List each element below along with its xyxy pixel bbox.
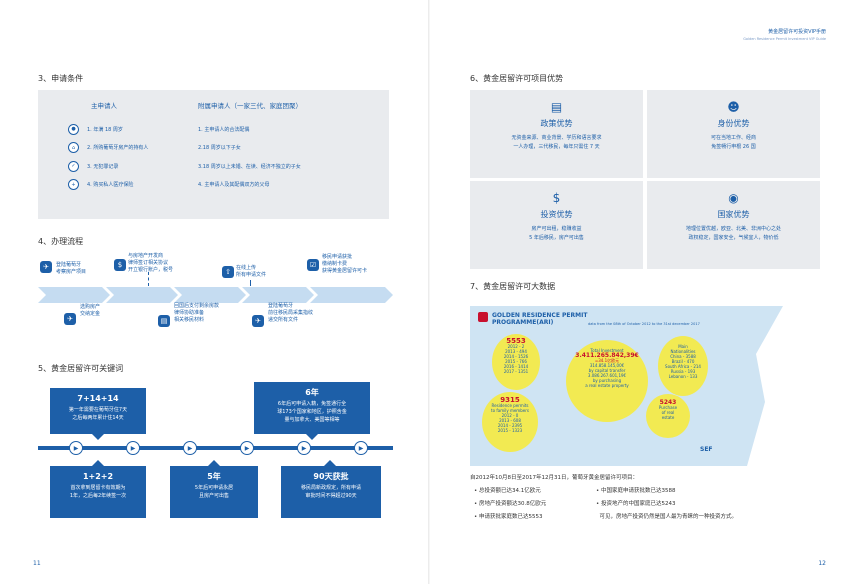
process-chevron <box>174 287 246 303</box>
data-title: 7、黄金居留许可大数据 <box>470 282 556 291</box>
dependent-item: 1. 主申请人的合法配偶 <box>198 126 250 133</box>
keyword-pointer <box>92 434 104 440</box>
timeline-arrow-icon: ▶ <box>240 441 254 455</box>
upload-icon: ⇧ <box>222 266 234 278</box>
infographic-heading: GOLDEN RESIDENCE PERMIT PROGRAMME(ARI) <box>492 312 588 326</box>
keywords-title: 5、黄金居留许可关键词 <box>38 364 124 373</box>
main-applicant-item: ●1. 年满 18 周岁 <box>68 120 148 139</box>
bullets-left: • 总投资额已达34.1亿欧元 • 房地产投资额达30.8亿欧元 • 申请获批家… <box>474 488 547 520</box>
investment-text: Total Investment 3.411.265.842,39€ =34.1… <box>575 348 639 388</box>
plane-icon: ✈ <box>40 261 52 273</box>
timeline-arrow-icon: ▶ <box>69 441 83 455</box>
real-estate-text: 5243 Purchase of real estate <box>658 399 678 421</box>
process-step: 与房地产开发商 律师签订相关协议 开立银行账户，税号 <box>128 253 174 273</box>
running-header: 黄金居留许可投资VIP手册 Golden Residence Permit In… <box>743 29 826 41</box>
timeline-arrow-icon: ▶ <box>126 441 140 455</box>
sef-logo: SEF <box>700 446 713 453</box>
statistics-infographic: GOLDEN RESIDENCE PERMIT PROGRAMME(ARI) d… <box>470 306 819 466</box>
right-page: 黄金居留许可投资VIP手册 Golden Residence Permit In… <box>430 0 860 584</box>
conditions-title: 3、申请条件 <box>38 74 84 83</box>
advantages-title: 6、黄金居留许可项目优势 <box>470 74 564 83</box>
dependent-item: 3.18 周岁以上未婚、在读、经济不独立的子女 <box>198 163 301 170</box>
process-step: 回国后支付剩余房款 律师协助准备 相关移民材料 <box>174 303 220 323</box>
plane-icon: ✈ <box>64 313 76 325</box>
investment-bubble <box>566 340 648 422</box>
dependent-item: 4. 主申请人及其配偶双方的父母 <box>198 182 270 189</box>
map-coastline <box>747 306 819 466</box>
permits-bubble <box>482 392 538 452</box>
left-page: 3、申请条件 主申请人 ●1. 年满 18 周岁 ⌂2. 所购葡萄牙房产的持有人… <box>33 74 393 567</box>
keyword-pointer <box>324 460 336 466</box>
advantage-card: ☻ 身份优势 可在当地工作、经商 免签畅行申根 26 国 <box>647 90 820 178</box>
main-applicant-item: ⌂2. 所购葡萄牙房产的持有人 <box>68 139 148 158</box>
plane-icon: ✈ <box>252 315 264 327</box>
timeline-arrow-icon: ▶ <box>354 441 368 455</box>
family-icon: ☻ <box>727 100 740 114</box>
keyword-pointer <box>208 460 220 466</box>
real-estate-bubble <box>646 394 690 438</box>
money-bag-icon: $ <box>552 191 561 205</box>
permits-text: 9315 Residence permits to family members… <box>491 396 529 434</box>
families-text: 5553 2012 - 2 2013 - 494 2014 - 1526 201… <box>503 337 529 375</box>
process-chevron <box>310 287 393 303</box>
main-applicant-column: 主申请人 ●1. 年满 18 周岁 ⌂2. 所购葡萄牙房产的持有人 ✓3. 无犯… <box>68 100 148 194</box>
advantage-card: $ 投资优势 房产可出租，稳赚收益 5 年后移民，房产可出售 <box>470 181 643 269</box>
nationalities-text: Main Nationalities China - 3588 Brazil -… <box>665 344 701 379</box>
data-intro: 自2012年10月8日至2017年12月31日，葡萄牙黄金居留许可项目： <box>470 475 638 481</box>
dependent-item: 2.18 周岁以下子女 <box>198 145 241 152</box>
check-icon: ✓ <box>68 160 79 172</box>
advantage-card: ◉ 国家优势 地理位置优越，欧亚、北美、非洲中心之处 政权稳定，国家安全，气候宜… <box>647 181 820 269</box>
process-connector <box>148 272 149 286</box>
process-title: 4、办理流程 <box>38 237 84 246</box>
dependents-heading: 附属申请人（一家三代、家庭团聚） <box>198 102 302 110</box>
process-step: 登陆葡萄牙 考察房产项目 <box>56 262 87 275</box>
timeline-arrow-icon: ▶ <box>297 441 311 455</box>
main-applicant-heading: 主申请人 <box>91 102 117 110</box>
process-chevron <box>106 287 178 303</box>
timeline-bar <box>38 446 393 450</box>
page-number: 11 <box>33 560 41 567</box>
nationalities-bubble <box>658 336 708 396</box>
infographic-period: data from the 08th of October 2012 to th… <box>588 322 700 326</box>
conditions-box: 主申请人 ●1. 年满 18 周岁 ⌂2. 所购葡萄牙房产的持有人 ✓3. 无犯… <box>38 90 389 219</box>
bullets-right: • 中国家庭申请获批数已达3588 • 投资地产的中国家庭已达5243 可见，房… <box>596 488 738 520</box>
approval-icon: ☑ <box>307 259 319 271</box>
bank-icon: $ <box>114 259 126 271</box>
process-chevron <box>242 287 314 303</box>
dependents-column: 附属申请人（一家三代、家庭团聚） 1. 主申请人的合法配偶 2.18 周岁以下子… <box>198 100 302 194</box>
process-step: 登陆葡萄牙 前往移民局采集指纹 递交所有文件 <box>268 303 314 323</box>
insurance-icon: + <box>68 179 79 191</box>
portugal-logo <box>478 312 488 322</box>
document-icon: ▤ <box>158 315 170 327</box>
globe-icon: ◉ <box>728 191 739 205</box>
timeline-arrow-icon: ▶ <box>183 441 197 455</box>
keyword-box: 90天获批移民局新政规定，所有申请 审批时间不得超过90天 <box>281 466 381 518</box>
process-step: 移民申请获批 缴纳制卡费 获得黄金居留许可卡 <box>322 254 368 274</box>
process-chevron <box>38 287 110 303</box>
document-icon: ▤ <box>550 100 563 114</box>
main-applicant-item: +4. 购买私人医疗保险 <box>68 176 148 195</box>
main-applicant-item: ✓3. 无犯罪记录 <box>68 157 148 176</box>
page-number: 12 <box>818 560 826 567</box>
process-step: 选购房产 交纳定金 <box>80 304 101 317</box>
house-icon: ⌂ <box>68 142 79 154</box>
person-icon: ● <box>68 123 79 135</box>
process-connector <box>250 280 251 286</box>
keyword-pointer <box>92 460 104 466</box>
process-step: 在线上传 所有申请文件 <box>236 265 267 278</box>
advantage-card: ▤ 政策优势 无资金来源、商业背景、学历和语言要求 一人办理，三代移民，每年只需… <box>470 90 643 178</box>
keyword-pointer <box>306 434 318 440</box>
families-bubble <box>492 334 540 390</box>
